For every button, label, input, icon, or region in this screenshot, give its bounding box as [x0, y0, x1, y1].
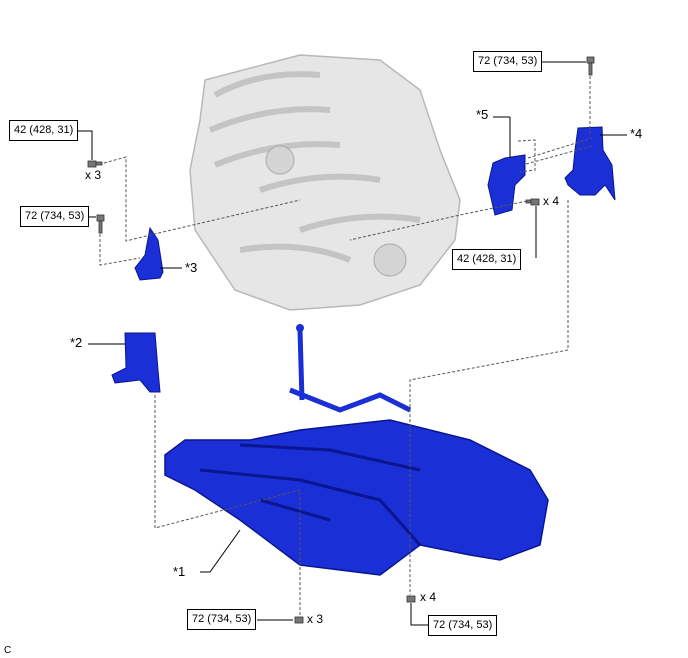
figure-code: C	[4, 645, 12, 656]
torque-label-top-right: 72 (734, 53)	[473, 51, 543, 72]
torque-label-left-lower: 72 (734, 53)	[20, 206, 90, 227]
torque-label-bottom-center: 72 (734, 53)	[187, 609, 257, 630]
callout-part-5: *5	[476, 107, 489, 122]
torque-label-bottom-right: 72 (734, 53)	[428, 615, 498, 636]
quantity-left-upper: x 3	[85, 168, 102, 182]
callout-leaders	[77, 61, 627, 626]
engine-assembly	[189, 54, 461, 311]
torque-label-right-middle: 42 (428, 31)	[452, 249, 522, 270]
part-5-bracket	[487, 154, 526, 216]
front-suspension-crossmember	[164, 324, 549, 576]
assembly-dashed-lines	[99, 76, 593, 615]
callout-part-3: *3	[185, 260, 198, 275]
torque-label-left-upper: 42 (428, 31)	[9, 120, 79, 141]
part-2-mount	[111, 332, 161, 393]
quantity-bottom-center: x 3	[307, 612, 324, 626]
callout-part-2: *2	[70, 335, 83, 350]
quantity-right-middle: x 4	[543, 194, 560, 208]
bolt-icons	[87, 56, 595, 624]
part-4-mount	[564, 126, 616, 201]
callout-part-4: *4	[630, 126, 643, 141]
quantity-bottom-right: x 4	[420, 590, 437, 604]
callout-part-1: *1	[173, 564, 186, 579]
part-3-bracket	[134, 226, 164, 281]
